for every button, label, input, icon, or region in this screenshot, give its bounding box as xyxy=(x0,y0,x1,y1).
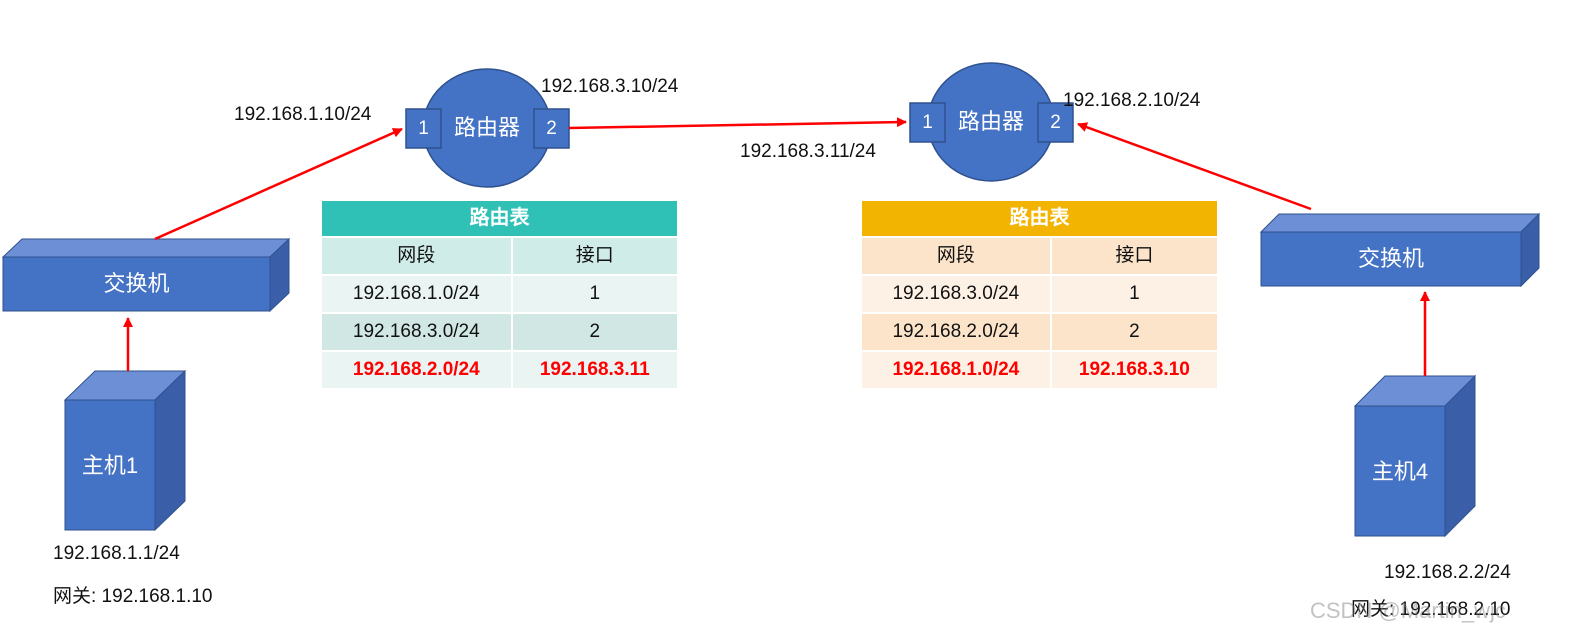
table-row: 192.168.3.0/24 2 xyxy=(322,312,677,350)
router-left-port-2-ip: 192.168.3.10/24 xyxy=(541,76,679,97)
table-cell: 2 xyxy=(510,312,677,350)
table-row: 192.168.2.0/24 2 xyxy=(862,312,1217,350)
router-left-port-2 xyxy=(533,108,570,149)
table-row: 192.168.3.0/24 1 xyxy=(862,274,1217,312)
table-cell: 192.168.1.0/24 xyxy=(322,274,511,312)
table-cell: 192.168.3.0/24 xyxy=(322,312,511,350)
host-1-gateway: 网关: 192.168.1.10 xyxy=(53,586,213,607)
table-cell: 192.168.2.0/24 xyxy=(862,312,1050,350)
table-cell: 1 xyxy=(510,274,677,312)
column-header-segment: 网段 xyxy=(862,236,1050,274)
router-left-port-1-ip: 192.168.1.10/24 xyxy=(234,104,372,125)
arrow-router-left-to-router-right xyxy=(568,117,907,130)
table-cell: 192.168.3.11 xyxy=(510,350,677,388)
table-cell: 192.168.1.0/24 xyxy=(862,350,1050,388)
host-1-label: 主机1 xyxy=(81,453,139,478)
switch-left-label: 交换机 xyxy=(103,271,170,296)
arrow-switch-to-router-right xyxy=(1077,122,1312,211)
routing-table-left: 路由表 网段 接口 192.168.1.0/24 1 192.168.3.0/2… xyxy=(322,201,677,388)
router-left-port-2-label: 2 xyxy=(546,118,557,139)
switch-right-label: 交换机 xyxy=(1357,246,1424,271)
host-4 xyxy=(1353,374,1477,538)
router-right-port-1-ip: 192.168.3.11/24 xyxy=(740,141,876,162)
routing-table-title: 路由表 xyxy=(322,201,677,236)
router-left-label: 路由器 xyxy=(453,115,520,140)
table-cell: 1 xyxy=(1049,274,1217,312)
table-row: 192.168.1.0/24 1 xyxy=(322,274,677,312)
router-right-port-2-ip: 192.168.2.10/24 xyxy=(1063,90,1201,111)
table-cell: 192.168.3.10 xyxy=(1049,350,1217,388)
switch-left xyxy=(1,237,291,313)
router-right-port-1 xyxy=(909,102,946,143)
router-left-port-1 xyxy=(405,108,442,149)
router-left-port-1-label: 1 xyxy=(418,118,429,139)
router-right-port-1-label: 1 xyxy=(922,112,933,133)
switch-right xyxy=(1259,212,1541,288)
host-1-ip: 192.168.1.1/24 xyxy=(53,543,180,564)
router-right-port-2 xyxy=(1037,102,1074,143)
router-right-label: 路由器 xyxy=(957,109,1024,134)
routing-table-title: 路由表 xyxy=(862,201,1217,236)
host-4-ip: 192.168.2.2/24 xyxy=(1384,562,1511,583)
router-right xyxy=(909,62,1074,182)
host-4-gateway: 网关: 192.168.2.10 xyxy=(1351,599,1511,620)
table-cell: 2 xyxy=(1049,312,1217,350)
router-left xyxy=(405,68,570,188)
column-header-interface: 接口 xyxy=(1049,236,1217,274)
table-row: 192.168.1.0/24 192.168.3.10 xyxy=(862,350,1217,388)
table-row: 192.168.2.0/24 192.168.3.11 xyxy=(322,350,677,388)
column-header-segment: 网段 xyxy=(322,236,511,274)
host-4-label: 主机4 xyxy=(1371,459,1429,484)
routing-table-right: 路由表 网段 接口 192.168.3.0/24 1 192.168.2.0/2… xyxy=(862,201,1217,388)
column-header-interface: 接口 xyxy=(510,236,677,274)
arrow-switch-to-router-left xyxy=(154,127,403,241)
router-right-port-2-label: 2 xyxy=(1050,112,1061,133)
watermark: CSDN @Martin_wjc xyxy=(1310,598,1506,623)
table-cell: 192.168.2.0/24 xyxy=(322,350,511,388)
host-1 xyxy=(63,369,187,532)
table-cell: 192.168.3.0/24 xyxy=(862,274,1050,312)
